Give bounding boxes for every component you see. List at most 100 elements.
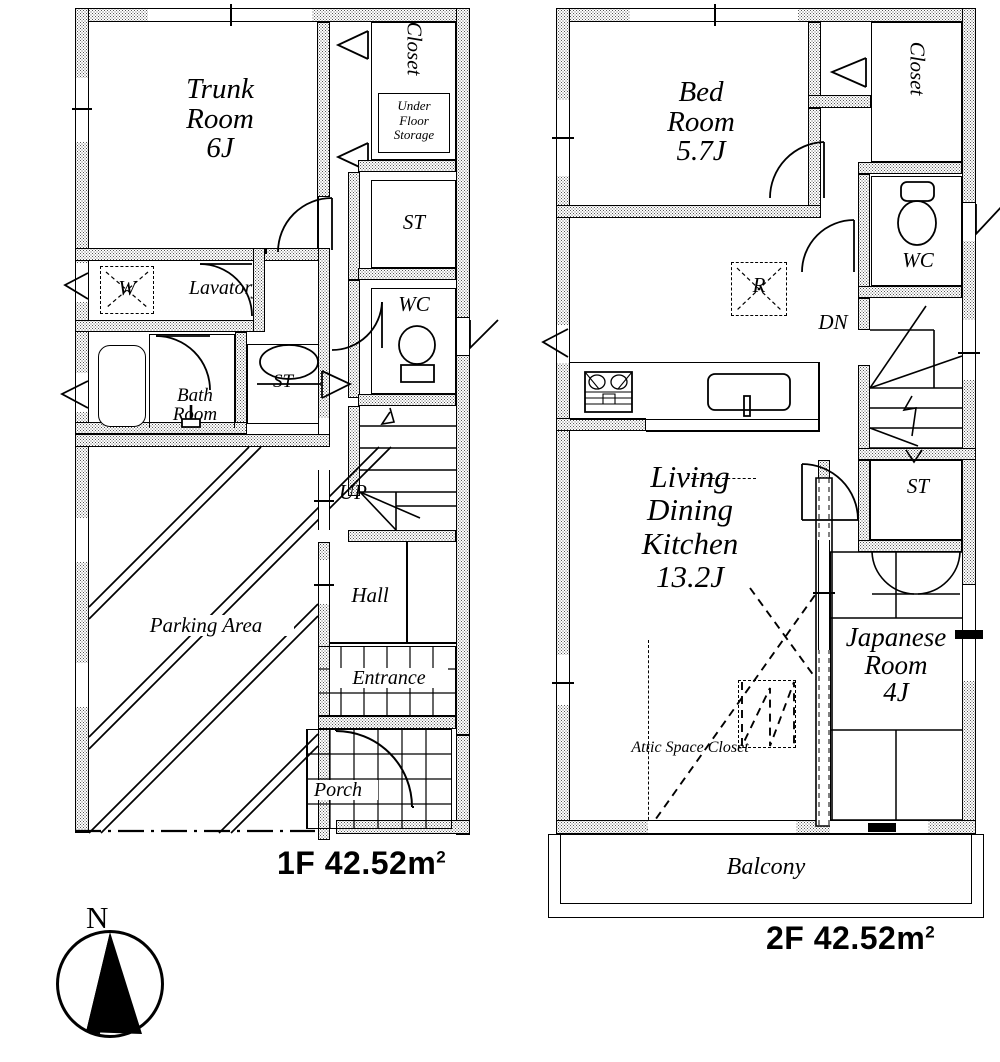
shower-drain-icon	[178, 405, 204, 431]
window-arrow-wc-2f	[974, 200, 1000, 244]
label-attic-space-closet: Attic Space Closet	[631, 739, 749, 756]
wall-st-upper-left	[348, 172, 360, 280]
door-wc-2f	[800, 218, 858, 276]
window-arrow-lavatory	[62, 270, 92, 304]
washer-x	[100, 266, 154, 314]
area-unit-2f: m	[896, 920, 926, 956]
label-up-1f: UP	[339, 480, 367, 504]
window-1f-left-5	[75, 663, 89, 707]
window-mullion-top	[230, 4, 232, 26]
line-hall-left-edge	[265, 248, 267, 254]
porch-tiles	[306, 729, 452, 829]
area-unit-1f: m	[407, 845, 437, 881]
toilet-icon-2f	[892, 182, 944, 248]
area-label-2f: 2F 42.52m2	[766, 920, 935, 957]
wall-stair-left-1f	[348, 406, 360, 496]
wc-1f	[371, 288, 456, 394]
bathtub	[98, 345, 146, 427]
st-door-arrow-1f	[320, 368, 356, 402]
wall-1f-left-low2	[75, 705, 89, 833]
window-mark-japanese	[955, 630, 983, 639]
door-lavatory	[196, 262, 258, 318]
storage-1f-upper	[371, 180, 456, 268]
window-mullion-1	[72, 108, 92, 110]
window-mullion-parking	[314, 500, 334, 502]
wall-2f-left-2	[556, 172, 570, 327]
japanese-room	[830, 552, 962, 820]
window-1f-left-4	[75, 518, 89, 562]
window-hall-left-2	[318, 560, 330, 604]
floor-plan-2f: Bed Room 5.7J Closet WC R	[500, 0, 1000, 980]
wall-1f-right-upper	[456, 8, 470, 318]
attic-dash-vert	[648, 640, 649, 830]
st-2f-double-door	[870, 552, 962, 598]
balcony-inner	[560, 834, 972, 904]
wall-entrance-bottom	[318, 716, 456, 729]
storage-2f	[870, 460, 962, 540]
parking-hatch	[89, 447, 318, 833]
wall-stair-2f-left-upper	[858, 298, 870, 330]
label-balcony: Balcony	[726, 854, 806, 880]
porch-left-edge	[306, 729, 308, 829]
window-2f-bottom-ldk	[648, 820, 796, 834]
wall-lavatory-right	[253, 248, 265, 332]
balcony	[548, 834, 984, 918]
wall-2f-right-1	[962, 8, 976, 203]
wall-lavatory-bottom	[75, 320, 265, 332]
under-floor-storage	[378, 93, 450, 153]
area-value-2f: 2F 42.52	[766, 920, 897, 956]
label-st-1f-lower: ST	[272, 371, 294, 392]
area-sup-2f: 2	[925, 922, 936, 942]
label-ldk: Living Dining Kitchen 13.2J	[641, 459, 739, 595]
toilet-icon-1f	[395, 325, 439, 387]
window-mark-bottom	[868, 823, 896, 832]
floor-plan-1f: Trunk Room 6J Closet Under Floor Storage…	[0, 0, 500, 900]
property-boundary-1f	[75, 827, 315, 835]
label-lavatory: Lavatory	[188, 277, 262, 299]
compass-needle	[86, 932, 142, 1034]
window-mullion-hall	[314, 584, 334, 586]
refrigerator-slot	[731, 262, 787, 316]
window-mullion-2f-l1	[552, 137, 574, 139]
window-arrow-bath	[58, 378, 92, 412]
label-parking-area: Parking Area	[118, 614, 294, 637]
wall-wc-2f-left	[858, 174, 870, 298]
wall-1f-bottom-right	[336, 820, 470, 834]
wall-stair-bottom-1f	[348, 530, 456, 542]
label-st-1f-upper: ST	[402, 210, 426, 234]
door-bed-room	[768, 140, 828, 202]
label-entrance: Entrance	[330, 668, 448, 688]
wall-bed-bottom-2	[556, 205, 821, 218]
window-arrow-2f-left	[540, 326, 572, 362]
door-bath	[152, 334, 214, 392]
label-porch: Porch	[298, 780, 378, 800]
washer-slot	[100, 266, 154, 314]
line-hall-bottom	[318, 642, 456, 644]
wall-2f-left-4	[556, 700, 570, 832]
compass-north-label: N	[86, 900, 109, 935]
door-entrance	[334, 729, 414, 809]
wall-1f-right-mid	[456, 355, 470, 735]
wall-st-2f-bottom	[858, 540, 962, 552]
label-washer: W	[118, 276, 136, 300]
wall-1f-left-mid2	[75, 300, 89, 375]
area-sup-1f: 2	[436, 847, 447, 867]
window-mullion-stair-2f	[958, 352, 980, 354]
wall-2f-right-2	[962, 240, 976, 585]
wall-bath-bottom	[75, 422, 247, 434]
closet-1f	[371, 22, 456, 160]
storage-1f-lower	[247, 344, 319, 424]
label-japanese-room: Japanese Room 4J	[845, 622, 947, 708]
wall-wc-1f-bottom	[358, 394, 456, 406]
label-wc-2f: WC	[902, 248, 934, 272]
label-dn: DN	[818, 310, 848, 334]
area-value-1f: 1F 42.52	[277, 845, 408, 881]
door-trunk-room	[276, 196, 336, 254]
label-st-2f: ST	[906, 474, 930, 498]
stairs-down-2f	[870, 300, 962, 458]
window-hall-left	[318, 418, 330, 438]
wall-stair-2f-left	[858, 365, 870, 460]
window-2f-left-2	[556, 325, 570, 363]
window-partition-mid	[818, 540, 830, 650]
label-closet-2f: Closet	[905, 41, 930, 96]
